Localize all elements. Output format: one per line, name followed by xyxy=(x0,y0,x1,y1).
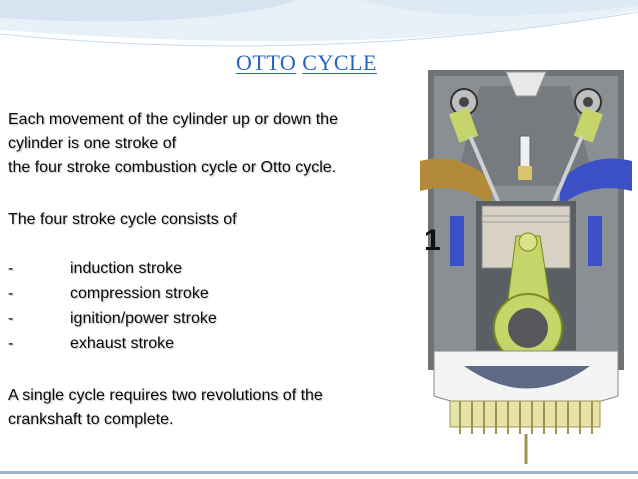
list-dash: - xyxy=(8,335,14,352)
stroke-list: - induction stroke - compression stroke … xyxy=(8,256,408,356)
slide-title: OTTO CYCLE xyxy=(236,50,377,76)
four-stroke-engine-illustration: 1 xyxy=(420,70,632,464)
paragraph2: The four stroke cycle consists of xyxy=(8,211,237,228)
stroke-number-label: 1 xyxy=(424,224,441,257)
engine-diagram: 1 xyxy=(420,66,632,468)
paragraph3-line2: crankshaft to complete. xyxy=(8,411,174,428)
slide-body: Each movement of the cylinder up or down… xyxy=(8,108,408,432)
paragraph3-line1: A single cycle requires two revolutions … xyxy=(8,387,323,404)
list-item: - induction stroke xyxy=(8,256,408,281)
title-word-otto: OTTO xyxy=(236,50,297,75)
title-word-cycle: CYCLE xyxy=(302,50,377,75)
slide-header-decoration xyxy=(0,0,638,70)
paragraph1-line1: Each movement of the cylinder up or down… xyxy=(8,111,338,128)
list-dash: - xyxy=(8,310,14,327)
list-item: - ignition/power stroke xyxy=(8,306,408,331)
list-dash: - xyxy=(8,260,14,277)
list-item-text: ignition/power stroke xyxy=(70,310,217,327)
paragraph1-line2: cylinder is one stroke of xyxy=(8,135,177,152)
list-item: - exhaust stroke xyxy=(8,331,408,356)
list-dash: - xyxy=(8,285,14,302)
list-item: - compression stroke xyxy=(8,281,408,306)
decorative-curves xyxy=(0,0,638,47)
list-item-text: exhaust stroke xyxy=(70,335,175,352)
paragraph1-line3: the four stroke combustion cycle or Otto… xyxy=(8,159,337,176)
list-item-text: compression stroke xyxy=(70,285,209,302)
footer-rule xyxy=(0,471,638,474)
list-item-text: induction stroke xyxy=(70,260,183,277)
